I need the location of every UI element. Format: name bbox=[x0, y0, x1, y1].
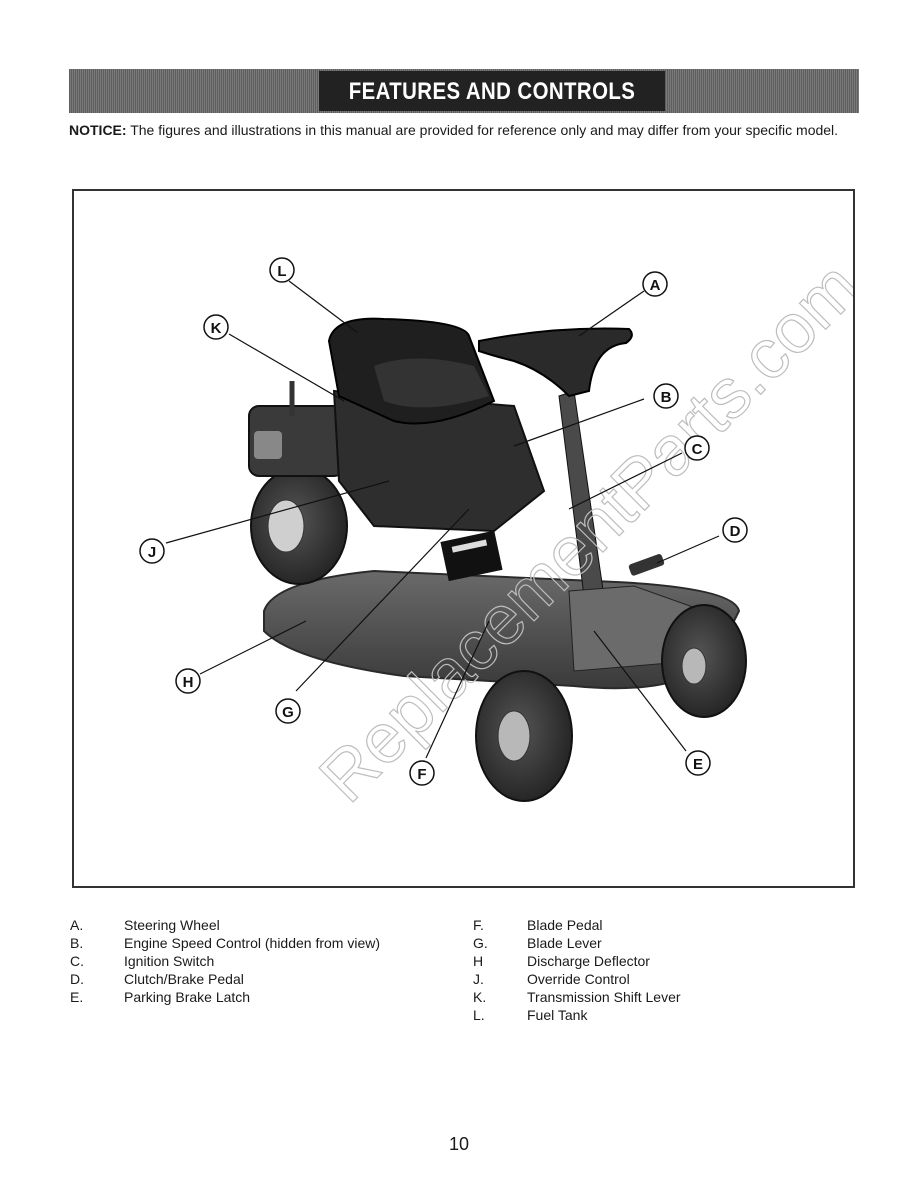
notice-text: The figures and illustrations in this ma… bbox=[126, 122, 839, 138]
legend-item: K.Transmission Shift Lever bbox=[473, 989, 681, 1005]
mower-illustration: ReplacementParts.com L A K B C D J H G bbox=[139, 246, 853, 817]
callout-b: B bbox=[653, 383, 679, 409]
legend-item: A.Steering Wheel bbox=[70, 917, 220, 933]
callout-leaders bbox=[165, 280, 720, 759]
title-block: FEATURES AND CONTROLS bbox=[319, 71, 665, 111]
callout-g: G bbox=[275, 698, 301, 724]
callout-e: E bbox=[685, 750, 711, 776]
legend-item: B.Engine Speed Control (hidden from view… bbox=[70, 935, 381, 951]
svg-text:H: H bbox=[183, 674, 194, 691]
legend-item: D.Clutch/Brake Pedal bbox=[70, 971, 244, 987]
callout-l: L bbox=[269, 257, 295, 283]
svg-text:B: B bbox=[661, 389, 672, 406]
callout-c: C bbox=[684, 435, 710, 461]
legend-item: L.Fuel Tank bbox=[473, 1007, 588, 1023]
legend-item: C.Ignition Switch bbox=[70, 953, 215, 969]
svg-text:L: L bbox=[277, 263, 286, 280]
callout-f: F bbox=[409, 760, 435, 786]
steering-wheel bbox=[478, 327, 633, 398]
legend-left: A.Steering Wheel B.Engine Speed Control … bbox=[70, 916, 450, 1006]
notice-label: NOTICE: bbox=[69, 122, 127, 138]
svg-text:F: F bbox=[417, 766, 426, 783]
callout-h: H bbox=[175, 668, 201, 694]
callout-k: K bbox=[203, 314, 229, 340]
svg-text:J: J bbox=[148, 544, 156, 561]
callout-a: A bbox=[642, 271, 668, 297]
mower-figure: ReplacementParts.com L A K B C D J H G bbox=[72, 189, 855, 888]
svg-text:G: G bbox=[282, 704, 294, 721]
svg-text:E: E bbox=[693, 756, 703, 773]
notice: NOTICE: The figures and illustrations in… bbox=[69, 121, 849, 140]
svg-text:K: K bbox=[211, 320, 222, 337]
svg-text:D: D bbox=[730, 523, 741, 540]
legend-item: E.Parking Brake Latch bbox=[70, 989, 251, 1005]
callout-d: D bbox=[722, 517, 748, 543]
page-number: 10 bbox=[448, 1134, 470, 1154]
title-bar: FEATURES AND CONTROLS bbox=[69, 69, 859, 113]
callout-j: J bbox=[139, 538, 165, 564]
legend-item: G.Blade Lever bbox=[473, 935, 602, 951]
legend-item: F.Blade Pedal bbox=[473, 917, 603, 933]
svg-text:C: C bbox=[692, 441, 703, 458]
legend-item: J.Override Control bbox=[473, 971, 630, 987]
svg-text:A: A bbox=[650, 277, 661, 294]
page-title: FEATURES AND CONTROLS bbox=[348, 78, 636, 105]
